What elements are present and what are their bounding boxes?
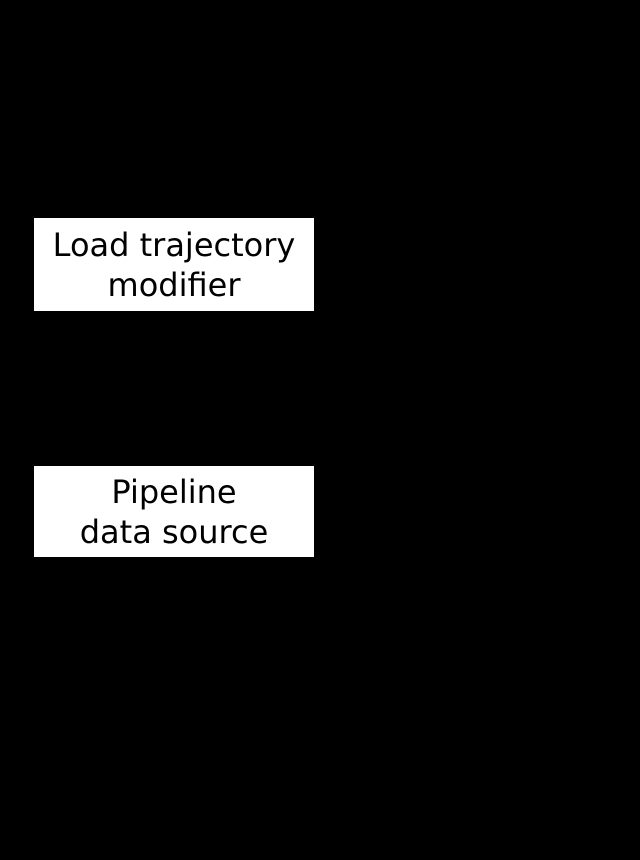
- node-load-trajectory-modifier[interactable]: Load trajectory modifier: [34, 218, 314, 311]
- node-label-line-1: Load trajectory: [52, 225, 296, 264]
- node-pipeline-data-source[interactable]: Pipeline data source: [34, 466, 314, 557]
- node-label-line-1: Pipeline: [111, 472, 237, 511]
- node-label-line-2: modifier: [107, 265, 241, 304]
- node-label-line-2: data source: [79, 512, 269, 551]
